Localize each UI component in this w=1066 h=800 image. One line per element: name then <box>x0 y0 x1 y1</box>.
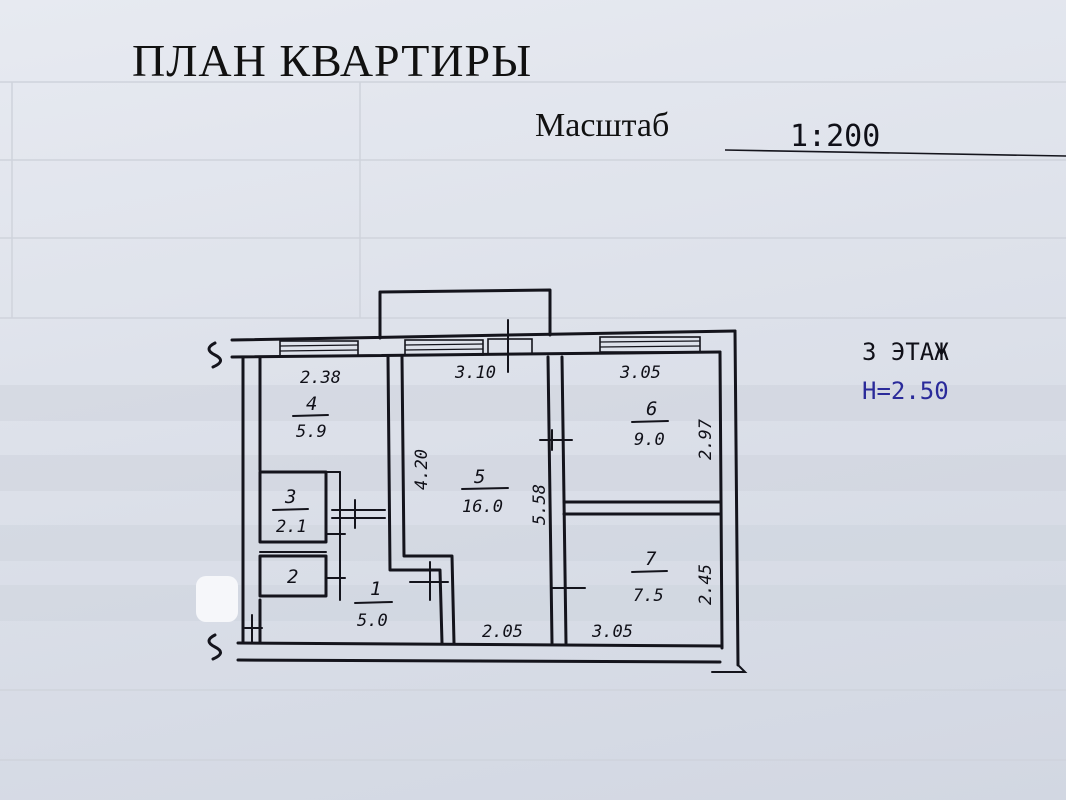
dim-room5-left: 4.20 <box>412 449 432 490</box>
room-2-number: 2 <box>287 566 298 588</box>
dim-top-middle: 3.10 <box>454 363 496 383</box>
page-title: ПЛАН КВАРТИРЫ <box>132 35 532 86</box>
dim-top-right: 3.05 <box>619 363 661 383</box>
room-6-number: 6 <box>646 398 657 420</box>
dim-room5-right: 5.58 <box>530 484 550 525</box>
dim-top-left: 2.38 <box>300 368 341 388</box>
scale-underline <box>724 149 1066 157</box>
background-ghost-form <box>0 81 1066 761</box>
floor-label: 3 ЭТАЖ <box>862 338 949 366</box>
walls <box>207 288 748 673</box>
doors <box>244 429 586 644</box>
windows <box>279 319 701 373</box>
scale-label: Масштаб <box>535 107 669 144</box>
dim-room7-height: 2.45 <box>696 564 716 605</box>
room-4-area: 5.9 <box>296 422 327 442</box>
correction-patch <box>196 576 238 622</box>
ceiling-height: H=2.50 <box>862 377 949 405</box>
scale-value: 1:200 <box>790 119 880 154</box>
room-labels: 4 5.9 3 2.1 2 1 5.0 5 16.0 6 9.0 7 7.5 <box>272 393 669 631</box>
room-6-area: 9.0 <box>634 430 665 450</box>
room-5-area: 16.0 <box>462 497 503 517</box>
dim-bottom-right: 3.05 <box>591 622 633 642</box>
room-5-number: 5 <box>474 466 485 488</box>
room-3-area: 2.1 <box>276 517 307 537</box>
dim-room6-height: 2.97 <box>696 418 716 460</box>
room-7-number: 7 <box>645 548 657 570</box>
dimension-labels: 2.38 3.10 3.05 4.20 5.58 2.97 2.45 2.05 … <box>300 363 716 642</box>
room-1-number: 1 <box>370 578 381 600</box>
room-4-number: 4 <box>306 393 317 415</box>
room-3-number: 3 <box>284 486 296 508</box>
room-7-area: 7.5 <box>633 586 664 606</box>
room-1-area: 5.0 <box>357 611 388 631</box>
dim-bottom-middle: 2.05 <box>482 622 523 642</box>
